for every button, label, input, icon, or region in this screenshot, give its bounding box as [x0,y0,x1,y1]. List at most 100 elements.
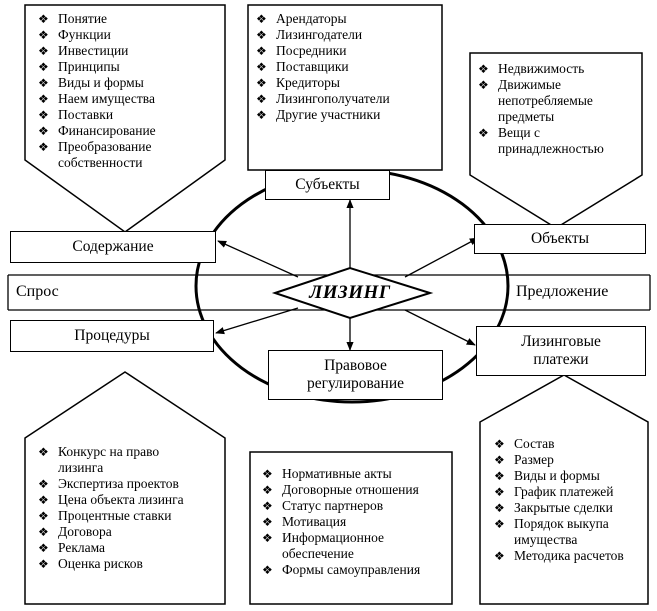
list-item: ❖Реклама [38,540,106,555]
subekty-list-shape [247,4,443,171]
node-pravovoe-label-2: регулирование [306,375,405,392]
soderzhanie-list: ❖Понятие ❖Функции ❖Инвестиции ❖Принципы … [38,11,156,171]
bullet-icon: ❖ [38,76,49,90]
platezhi-list-shape [479,374,649,605]
list-item: ❖Порядок выкупа [494,516,609,531]
node-soderzhanie-label: Содержание [72,238,154,255]
bullet-icon: ❖ [262,467,273,481]
bullet-icon: ❖ [38,493,49,507]
bullet-icon: ❖ [256,92,267,106]
bullet-icon: ❖ [256,44,267,58]
node-protsedury-label: Процедуры [74,327,150,344]
list-item: ❖Виды и формы [494,468,600,483]
subekty-list: ❖Арендаторы ❖Лизингодатели ❖Посредники ❖… [256,11,390,123]
bullet-icon: ❖ [494,501,505,515]
bullet-icon: ❖ [478,62,489,76]
list-item: непотребляемые [498,93,593,108]
list-item: ❖Арендаторы [256,11,347,26]
list-item: имущества [514,532,578,547]
list-item: лизинга [58,460,104,475]
list-item: ❖Информационное [262,530,385,545]
platezhi-list: ❖Состав ❖Размер ❖Виды и формы ❖График пл… [494,436,624,564]
bullet-icon: ❖ [494,485,505,499]
list-item: ❖Методика расчетов [494,548,624,563]
node-obekty: Объекты [474,224,646,254]
list-item: ❖Цена объекта лизинга [38,492,184,507]
list-item: ❖Оценка рисков [38,556,143,571]
soderzhanie-list-shape [24,4,226,233]
node-platezhi-label-2: платежи [533,351,589,368]
list-item: ❖Мотивация [262,514,347,529]
bullet-icon: ❖ [38,140,49,154]
list-item: ❖Функции [38,27,111,42]
bullet-icon: ❖ [494,469,505,483]
bullet-icon: ❖ [38,557,49,571]
bullet-icon: ❖ [38,477,49,491]
list-item: ❖Принципы [38,59,120,74]
node-soderzhanie: Содержание [10,231,216,263]
list-item: ❖Виды и формы [38,75,144,90]
bullet-icon: ❖ [494,517,505,531]
bullet-icon: ❖ [38,12,49,26]
protsedury-list: ❖Конкурс на право лизинга ❖Экспертиза пр… [38,444,184,572]
arrow-to-platezhi [404,309,476,346]
node-platezhi: Лизинговые платежи [476,326,646,376]
list-item: ❖Кредиторы [256,75,340,90]
list-item: ❖Вещи с [478,125,540,140]
list-item: ❖Посредники [256,43,347,58]
list-item: обеспечение [282,546,354,561]
list-item: ❖Другие участники [256,107,381,122]
bullet-icon: ❖ [38,108,49,122]
node-protsedury: Процедуры [10,320,214,352]
node-pravovoe: Правовое регулирование [268,350,443,400]
center-diamond [271,266,434,320]
list-item: ❖Договорные отношения [262,482,419,497]
list-item: ❖Договора [38,524,112,539]
list-item: принадлежностью [498,141,604,156]
center-label: ЛИЗИНГ [309,282,391,303]
bullet-icon: ❖ [38,541,49,555]
node-subekty: Субъекты [265,170,390,200]
bullet-icon: ❖ [38,525,49,539]
bullet-icon: ❖ [256,108,267,122]
list-item: ❖Преобразование [38,139,152,154]
bullet-icon: ❖ [38,60,49,74]
list-item: ❖Поставщики [256,59,349,74]
node-platezhi-label-1: Лизинговые [521,333,601,350]
obekty-list: ❖Недвижимость ❖Движимые непотребляемые п… [478,61,604,157]
bullet-icon: ❖ [256,76,267,90]
demand-label: Спрос [16,283,59,300]
list-item: ❖Инвестиции [38,43,129,58]
bullet-icon: ❖ [262,483,273,497]
bullet-icon: ❖ [262,515,273,529]
list-item: ❖Понятие [38,11,108,26]
obekty-list-shape [469,52,643,229]
bullet-icon: ❖ [494,453,505,467]
list-item: собственности [58,155,143,170]
bullet-icon: ❖ [38,28,49,42]
list-item: ❖Статус партнеров [262,498,384,513]
bullet-icon: ❖ [262,531,273,545]
list-item: предметы [498,109,555,124]
bullet-icon: ❖ [38,92,49,106]
list-item: ❖Размер [494,452,554,467]
arrow-to-soderzhanie [217,240,299,278]
bullet-icon: ❖ [256,60,267,74]
pravovoe-list: ❖Нормативные акты ❖Договорные отношения … [262,466,420,578]
list-item: ❖Процентные ставки [38,508,172,523]
bullet-icon: ❖ [38,124,49,138]
arrow-to-protsedury [215,307,299,335]
list-item: ❖Поставки [38,107,114,122]
bullet-icon: ❖ [262,563,273,577]
bullet-icon: ❖ [494,437,505,451]
bullet-icon: ❖ [38,445,49,459]
list-item: ❖Нормативные акты [262,466,392,481]
arrow-to-obekty [404,237,479,278]
pravovoe-list-shape [249,451,453,605]
list-item: ❖График платежей [494,484,614,499]
node-subekty-label: Субъекты [295,176,360,193]
bullet-icon: ❖ [38,44,49,58]
list-item: ❖Движимые [478,77,561,92]
list-item: ❖Лизингополучатели [256,91,390,106]
protsedury-list-shape [24,371,226,605]
